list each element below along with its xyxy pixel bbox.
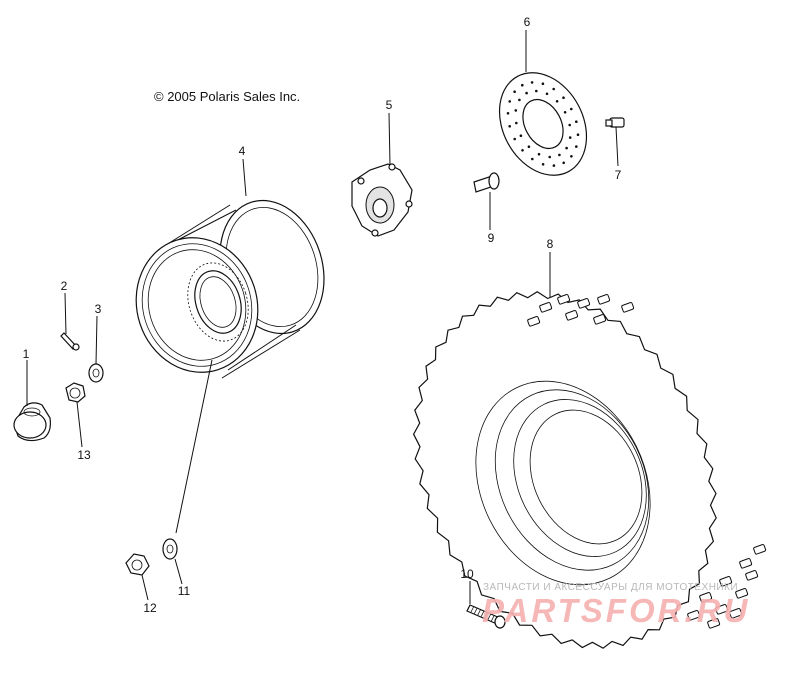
leader-lines [26,30,619,604]
part-11-washer[interactable] [162,538,178,560]
callout-8[interactable]: 8 [546,237,554,251]
watermark-logo: PARTSFOR.RU [482,592,751,629]
copyright-text: © 2005 Polaris Sales Inc. [154,89,301,104]
part-7-bolt[interactable] [605,117,625,128]
part-8-tire[interactable] [412,290,767,649]
part-10-bolt[interactable] [466,604,506,629]
callout-12[interactable]: 12 [143,601,157,615]
callout-3[interactable]: 3 [94,302,102,316]
part-9-stud[interactable] [473,172,500,193]
callout-9[interactable]: 9 [487,231,495,245]
part-2-cotter-pin[interactable] [60,332,80,351]
callout-2[interactable]: 2 [60,279,68,293]
part-12-lug-nut[interactable] [125,553,150,576]
callout-11[interactable]: 11 [177,584,191,598]
watermark-subtitle: ЗАПЧАСТИ И АКСЕССУАРЫ ДЛЯ МОТОТЕХНИКИ [483,582,739,593]
callout-1[interactable]: 1 [22,347,30,361]
callout-5[interactable]: 5 [385,98,393,112]
part-3-washer[interactable] [88,363,104,383]
part-13-nut[interactable] [65,382,86,403]
callout-13[interactable]: 13 [77,448,91,462]
callout-4[interactable]: 4 [238,144,246,158]
part-5-hub[interactable] [351,163,413,237]
callout-10[interactable]: 10 [460,567,474,581]
part-4-wheel-rim[interactable] [119,187,341,388]
callout-6[interactable]: 6 [523,15,531,29]
part-6-brake-disc[interactable] [482,58,603,191]
callout-7[interactable]: 7 [614,168,622,182]
part-1-hub-cap[interactable] [13,402,51,442]
